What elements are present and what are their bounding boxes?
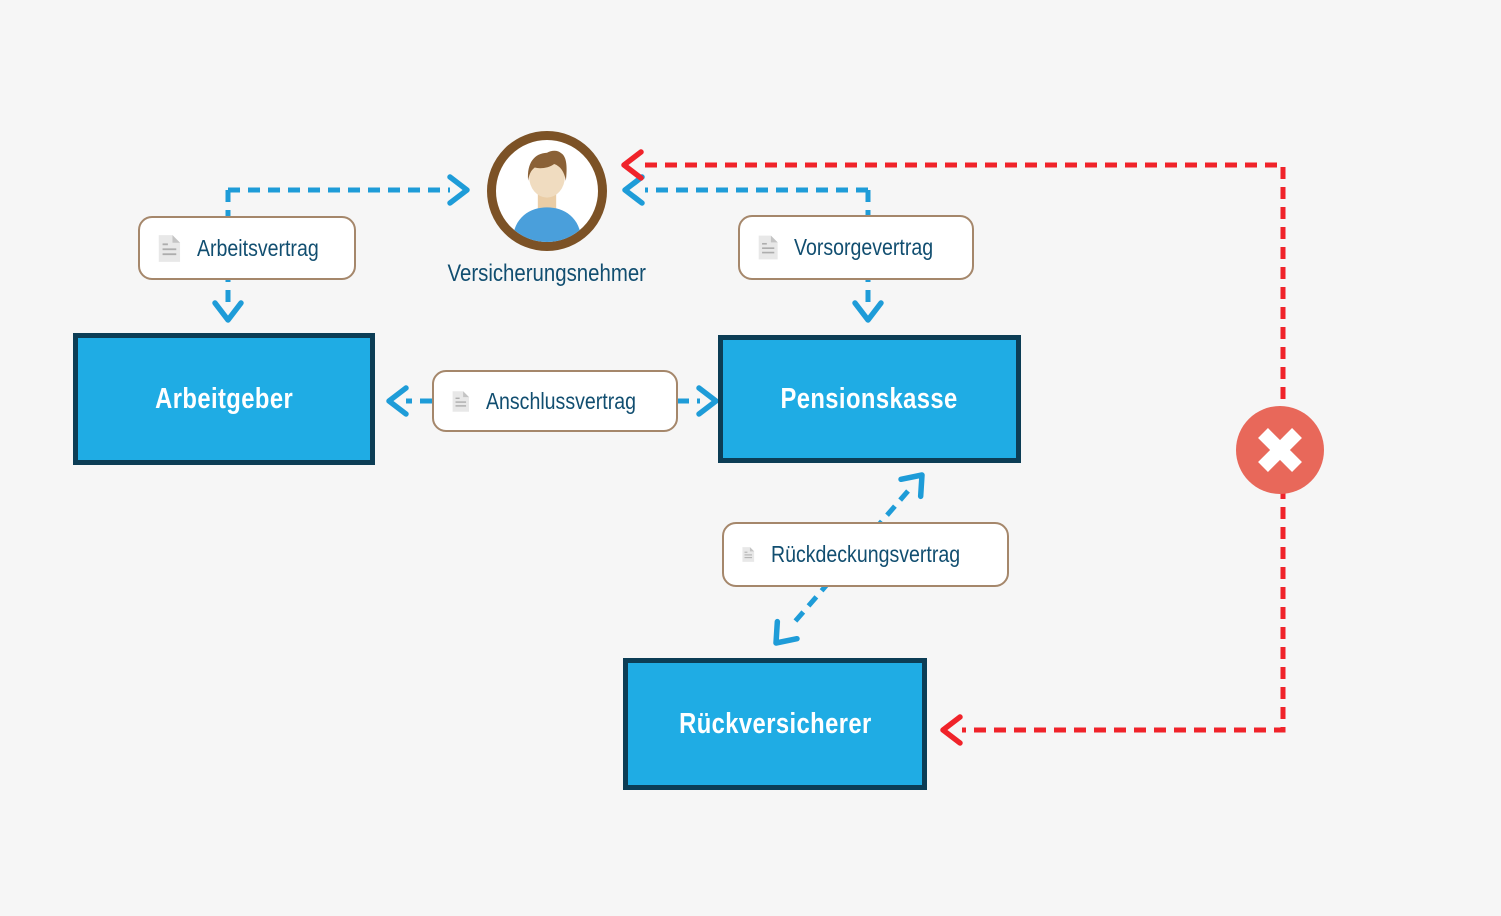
contract-label-rueckdeckungsvertrag: Rückdeckungsvertrag [722,522,1009,587]
entity-label: Pensionskasse [780,382,959,415]
arrowhead-right-icon [696,385,719,417]
x-mark-graphic [1258,428,1302,472]
document-icon [158,234,181,262]
actor-label-text: Versicherungsnehmer [447,260,647,287]
actor-label: Versicherungsnehmer [397,260,697,288]
arrowhead-right-icon [447,174,470,206]
contract-label-text: Rückdeckungsvertrag [770,541,960,567]
contract-label-arbeitsvertrag: Arbeitsvertrag [138,216,356,280]
arrowhead-down-icon [212,300,244,323]
entity-label: Rückversicherer [678,707,872,740]
contract-label-text: Vorsorgevertrag [794,234,934,260]
contract-label-text: Arbeitsvertrag [196,234,319,261]
arrowhead-upright-icon [898,472,925,500]
entity-box-pensionskasse: Pensionskasse [718,335,1021,463]
arrowhead-left-icon [622,174,645,206]
document-icon [452,390,469,412]
arrowhead-down-icon [852,300,884,323]
error-x-icon [1236,406,1324,494]
arrowhead-left-icon [940,714,963,746]
person-avatar-graphic [512,150,582,242]
contract-label-anschlussvertrag: Anschlussvertrag [432,370,678,432]
document-icon [742,547,755,562]
entity-box-rueckversicherer: Rückversicherer [623,658,927,790]
person-icon [487,131,607,251]
contract-label-vorsorgevertrag: Vorsorgevertrag [738,215,974,280]
arrowhead-left-icon [621,149,644,181]
document-icon [758,235,778,260]
entity-box-arbeitgeber: Arbeitgeber [73,333,375,465]
entity-label: Arbeitgeber [155,382,293,415]
arrowhead-downleft-icon [773,618,800,646]
arrowhead-left-icon [386,385,409,417]
contract-label-text: Anschlussvertrag [485,387,636,414]
